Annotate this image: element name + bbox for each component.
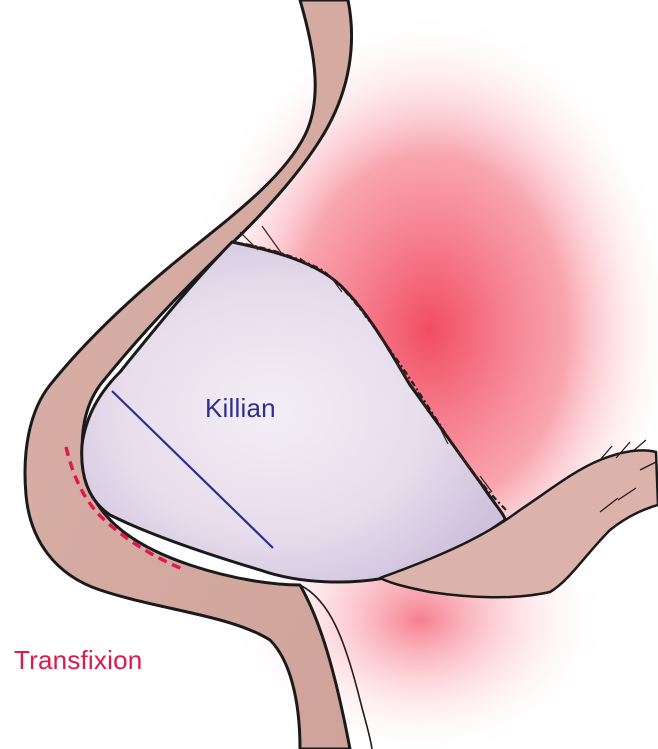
- killian-label: Killian: [205, 393, 276, 424]
- transfixion-label: Transfixion: [14, 645, 142, 676]
